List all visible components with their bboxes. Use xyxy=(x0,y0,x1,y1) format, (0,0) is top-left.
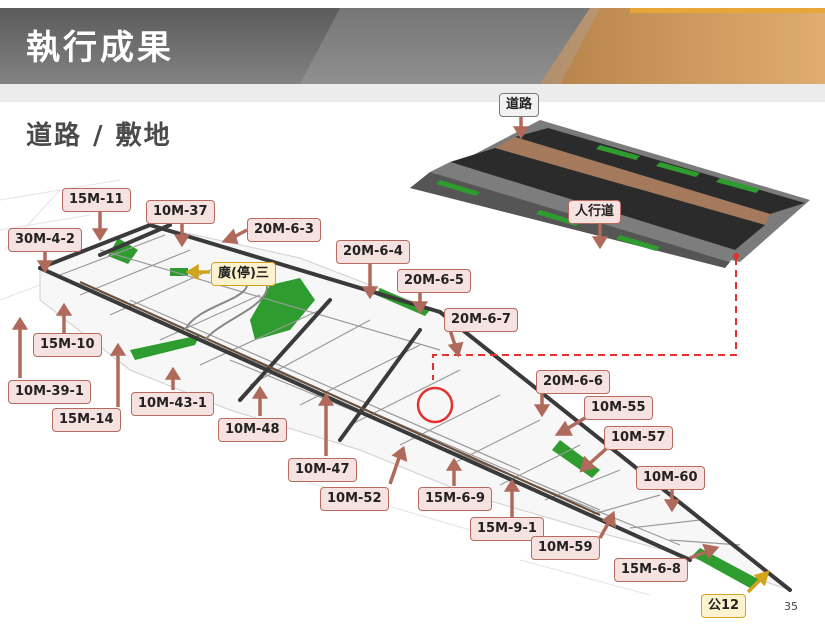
label-arrows xyxy=(11,113,720,560)
road-cross-section xyxy=(410,120,810,268)
road-label-10M-43-1: 10M-43-1 xyxy=(131,392,214,416)
page-title: 執行成果 xyxy=(26,28,174,68)
road-label-15M-6-8: 15M-6-8 xyxy=(614,558,688,582)
road-label: 道路 xyxy=(499,93,540,117)
road-label-10M-37: 10M-37 xyxy=(146,200,215,224)
road-label-15M-10: 15M-10 xyxy=(33,333,102,357)
road-label-10M-60: 10M-60 xyxy=(636,466,705,490)
road-label-10M-39-1: 10M-39-1 xyxy=(8,380,91,404)
park-label: 公12 xyxy=(701,594,747,618)
leader-line xyxy=(416,253,739,424)
road-label-15M-14: 15M-14 xyxy=(52,408,121,432)
road-label-15M-6-9: 15M-6-9 xyxy=(418,487,492,511)
road-label-10M-59: 10M-59 xyxy=(531,536,600,560)
plaza-label: 廣(停)三 xyxy=(211,262,276,286)
road-label-30M-4-2: 30M-4-2 xyxy=(8,228,82,252)
road-label-10M-47: 10M-47 xyxy=(288,458,357,482)
road-label-20M-6-7: 20M-6-7 xyxy=(444,308,518,332)
road-label-20M-6-4: 20M-6-4 xyxy=(336,240,410,264)
road-label-10M-52: 10M-52 xyxy=(320,487,389,511)
sidewalk-label: 人行道 xyxy=(568,200,622,224)
road-label-10M-57: 10M-57 xyxy=(604,426,673,450)
road-label-15M-11: 15M-11 xyxy=(62,188,131,212)
road-label-20M-6-3: 20M-6-3 xyxy=(247,218,321,242)
page-number: 35 xyxy=(784,600,798,613)
road-label-10M-55: 10M-55 xyxy=(584,396,653,420)
yellow-arrows xyxy=(185,263,770,594)
header-band xyxy=(0,8,825,102)
section-subtitle: 道路 / 敷地 xyxy=(26,121,172,151)
road-label-20M-6-6: 20M-6-6 xyxy=(536,370,610,394)
road-label-10M-48: 10M-48 xyxy=(218,418,287,442)
road-label-20M-6-5: 20M-6-5 xyxy=(397,269,471,293)
